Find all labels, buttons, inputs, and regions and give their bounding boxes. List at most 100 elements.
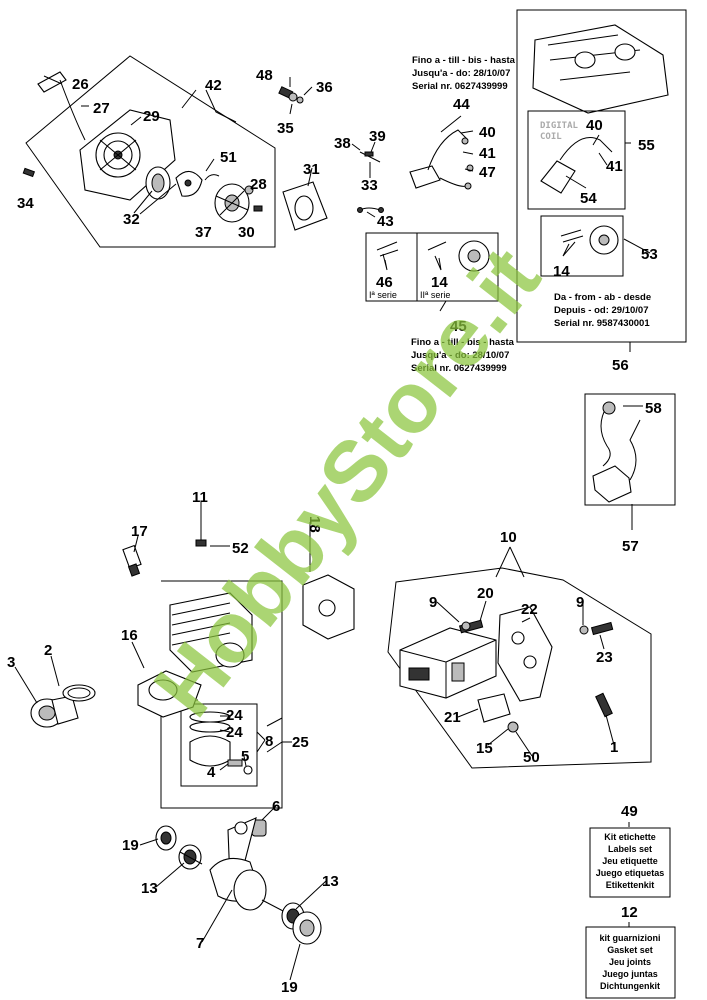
labels-kit-text: Kit etichette Labels set Jeu etiquette J…	[596, 832, 665, 890]
callout-24b: 24	[226, 724, 243, 741]
note-top-line1: Fino a - till - bis - hasta	[412, 55, 516, 66]
labels-kit-line1: Kit etichette	[604, 832, 656, 842]
washer-28	[244, 185, 254, 195]
note-mid-line2: Jusqu'a - do: 28/10/07	[411, 350, 509, 361]
callout-47: 47	[479, 164, 496, 181]
callout-12: 12	[621, 904, 638, 921]
callout-30: 30	[238, 224, 255, 241]
callout-33: 33	[361, 177, 378, 194]
callout-44: 44	[453, 96, 470, 113]
callout-37: 37	[195, 224, 212, 241]
gasket-kit-line3: Jeu joints	[609, 957, 651, 967]
callout-36: 36	[316, 79, 333, 96]
spring-51	[204, 174, 220, 181]
callout-24a: 24	[226, 707, 243, 724]
labels-kit-line5: Etikettenkit	[606, 880, 655, 890]
callout-23: 23	[596, 649, 613, 666]
callout-51: 51	[220, 149, 237, 166]
gasket-kit-line2: Gasket set	[607, 945, 653, 955]
callout-50: 50	[523, 749, 540, 766]
callout-17: 17	[131, 523, 148, 540]
callout-7: 7	[196, 935, 204, 952]
callout-48: 48	[256, 67, 273, 84]
starter-pawl-plate	[214, 183, 250, 223]
serial-note-mid: Fino a - till - bis - hasta Jusqu'a - do…	[411, 337, 515, 374]
spark-plug-wire-38-39-33	[359, 151, 381, 163]
callout-20: 20	[477, 585, 494, 602]
callout-40a: 40	[479, 124, 496, 141]
note-top-line3: Serial nr. 0627439999	[412, 81, 508, 92]
callout-10: 10	[500, 529, 517, 546]
callout-22: 22	[521, 601, 538, 618]
callout-5: 5	[241, 748, 249, 765]
callout-6: 6	[272, 798, 280, 815]
callout-19b: 19	[281, 979, 298, 996]
clamp-2	[62, 684, 96, 702]
callout-52: 52	[232, 540, 249, 557]
callout-1: 1	[610, 739, 618, 756]
spark-plug-17	[122, 544, 142, 577]
callout-41a: 41	[479, 145, 496, 162]
labels-kit-line2: Labels set	[608, 844, 652, 854]
callout-25: 25	[292, 734, 309, 751]
series-box-45	[365, 232, 499, 302]
gasket-kit-text: kit guarnizioni Gasket set Jeu joints Ju…	[599, 933, 660, 991]
note-from-line2: Depuis - od: 29/10/07	[554, 305, 649, 316]
note-from-line1: Da - from - ab - desde	[554, 292, 651, 303]
intake-boot-3	[30, 695, 79, 728]
callout-31: 31	[303, 161, 320, 178]
callout-14a: 14	[431, 274, 448, 291]
serial-note-top: Fino a - till - bis - hasta Jusqu'a - do…	[412, 55, 516, 92]
starter-handle	[37, 71, 86, 141]
callout-35: 35	[277, 120, 294, 137]
muffler-assembly	[387, 567, 652, 769]
callout-34: 34	[17, 195, 34, 212]
crankcase-frame-56	[516, 9, 687, 343]
note-mid-line1: Fino a - till - bis - hasta	[411, 337, 515, 348]
series-1-label: Iª serie	[369, 290, 397, 300]
callout-40b: 40	[586, 117, 603, 134]
callout-39: 39	[369, 128, 386, 145]
note-top-line2: Jusqu'a - do: 28/10/07	[412, 68, 510, 79]
callout-56: 56	[612, 357, 629, 374]
callout-55: 55	[638, 137, 655, 154]
callout-26: 26	[72, 76, 89, 93]
note-mid-line3: Serial nr. 0627439999	[411, 363, 507, 374]
coil-box-57	[584, 393, 676, 506]
callout-19a: 19	[122, 837, 139, 854]
callout-54: 54	[580, 190, 597, 207]
callout-15: 15	[476, 740, 493, 757]
callout-46: 46	[376, 274, 393, 291]
callout-28: 28	[250, 176, 267, 193]
labels-kit-49	[589, 827, 671, 898]
digital-coil-label-2: COIL	[540, 132, 562, 142]
callout-29: 29	[143, 108, 160, 125]
leader-lines	[14, 75, 651, 981]
screw-34	[22, 167, 36, 178]
callout-49: 49	[621, 803, 638, 820]
crankshaft-assembly	[155, 817, 322, 945]
intake-flange-31	[282, 181, 328, 231]
callout-4: 4	[207, 764, 216, 781]
labels-kit-line3: Jeu etiquette	[602, 856, 658, 866]
callout-42: 42	[205, 77, 222, 94]
callout-9a: 9	[429, 594, 437, 611]
labels-kit-line4: Juego etiquetas	[596, 868, 665, 878]
gasket-kit-line1: kit guarnizioni	[599, 933, 660, 943]
callout-9b: 9	[576, 594, 584, 611]
series-2-label: IIª serie	[420, 290, 450, 300]
callout-53: 53	[641, 246, 658, 263]
callout-41b: 41	[606, 158, 623, 175]
callout-numbers: 26 27 29 42 51 28 32 37 30 34 48 36 35 3…	[7, 67, 662, 996]
gasket-kit-12	[585, 926, 676, 999]
callout-13a: 13	[141, 880, 158, 897]
wire-43	[357, 207, 384, 213]
callout-38: 38	[334, 135, 351, 152]
callout-45: 45	[450, 318, 467, 335]
ignition-module-44	[409, 129, 474, 190]
bolt-48-35-36	[278, 86, 304, 104]
callout-57: 57	[622, 538, 639, 555]
callout-27: 27	[93, 100, 110, 117]
cylinder-assembly	[160, 580, 283, 809]
